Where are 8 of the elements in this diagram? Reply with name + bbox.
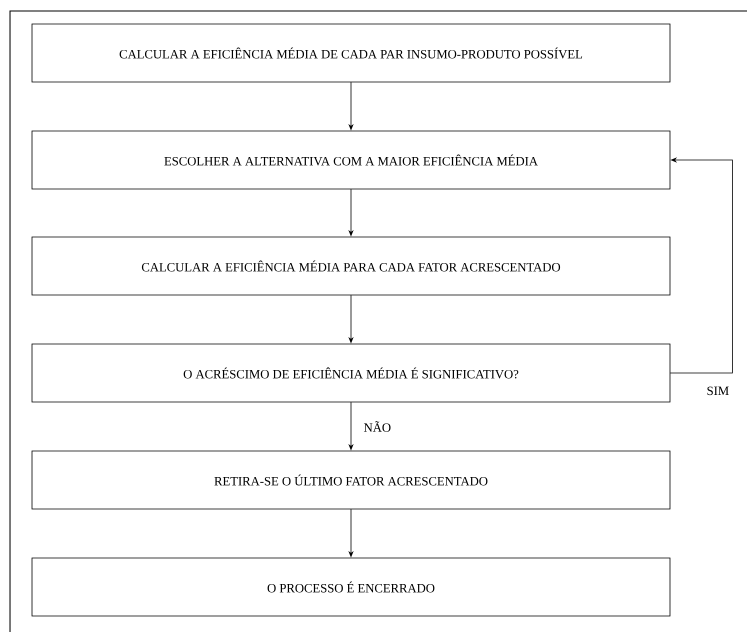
process-box: O PROCESSO É ENCERRADO (32, 558, 670, 616)
edge-label: NÃO (364, 421, 391, 432)
process-box: RETIRA-SE O ÚLTIMO FATOR ACRESCENTADO (32, 450, 670, 510)
process-box: ESCOLHER A ALTERNATIVA COM A MAIOR EFICIÊNCIA MÉDIA (32, 130, 670, 190)
process-box: CALCULAR A EFICIÊNCIA MÉDIA PARA CADA FATOR ACRESCENTADO (32, 236, 670, 296)
process-box: O ACRÉSCIMO DE EFICIÊNCIA MÉDIA É SIGNIFICATIVO? (32, 344, 670, 402)
edge-label: SIM (707, 386, 729, 396)
process-box: CALCULAR A EFICIÊNCIA MÉDIA DE CADA PAR INSUMO-PRODUTO POSSÍVEL (32, 24, 670, 82)
